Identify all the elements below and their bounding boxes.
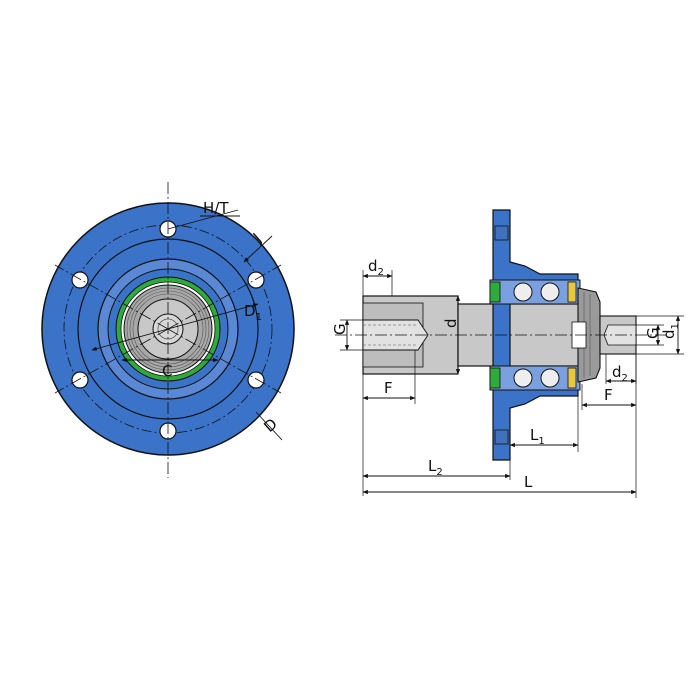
bearing-ball [540, 282, 560, 302]
d2-left-label: d2 [368, 257, 384, 278]
g-left-label: G [331, 323, 349, 335]
bearing-balls [513, 282, 560, 388]
d-outer-label: D [260, 415, 281, 436]
flange-bolt-section-bottom [494, 429, 509, 445]
j-leader [243, 235, 273, 263]
bearing-ball [513, 282, 533, 302]
d1r-label: d1 [660, 323, 681, 339]
l1-label: L1 [530, 426, 545, 447]
seal-upper-left [489, 281, 501, 303]
seal-upper-right [567, 281, 577, 303]
l-label: L [524, 473, 533, 491]
bolt-hole [247, 271, 265, 289]
g-right-label: G [644, 327, 662, 339]
bolt-hole [71, 371, 89, 389]
axle-nut-section [577, 287, 601, 383]
bearing-upper-housing [489, 279, 581, 305]
bolt-hole [247, 371, 265, 389]
seal-lower-left [489, 367, 501, 389]
bolt-hole [71, 271, 89, 289]
l2-label: L2 [428, 457, 443, 478]
seal-lower-right [567, 367, 577, 389]
side-section-view: d2 G d F L1 L2 L G [331, 209, 684, 498]
d1-dimension-line [91, 303, 259, 351]
front-view: H/T J D1 D C [41, 182, 295, 478]
c-label: C [162, 362, 172, 380]
flange-bolt-section-top [494, 225, 509, 241]
d-outer-leader [255, 411, 283, 441]
bolt-holes [71, 220, 265, 440]
bearing-ball [513, 368, 533, 388]
f-left-label: F [384, 379, 393, 397]
bearing-ball [540, 368, 560, 388]
d-center-label: d [442, 318, 460, 328]
ht-label: H/T [203, 199, 229, 217]
bearing-lower-housing [489, 365, 581, 391]
f-right-label: F [604, 386, 613, 404]
d2-right-label: d2 [612, 363, 628, 384]
d1-label: D1 [244, 302, 262, 323]
ht-leader [167, 209, 239, 230]
